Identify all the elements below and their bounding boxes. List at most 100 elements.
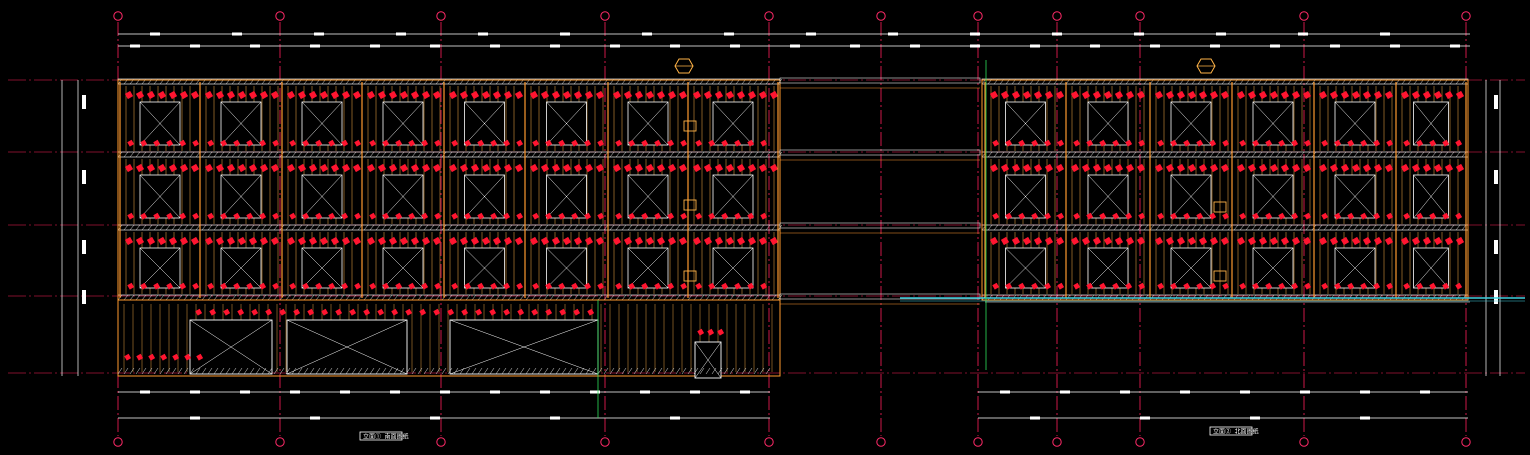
- slab-hatch: [759, 294, 765, 301]
- slab-hatch: [1269, 151, 1275, 158]
- slab-hatch: [759, 224, 765, 231]
- slab-hatch: [309, 151, 315, 158]
- red-mark: [448, 236, 458, 246]
- slab-hatch: [669, 224, 675, 231]
- slab-hatch: [597, 151, 603, 158]
- slab-hatch: [753, 294, 759, 301]
- slab-hatch: [681, 224, 687, 231]
- red-mark: [1291, 163, 1301, 173]
- slab-hatch: [219, 224, 225, 231]
- slab-hatch: [471, 224, 477, 231]
- slab-hatch: [291, 224, 297, 231]
- ground-hatch: [201, 367, 207, 375]
- slab-hatch: [261, 294, 267, 301]
- red-mark: [529, 90, 539, 100]
- slab-hatch: [1227, 224, 1233, 231]
- red-mark: [1340, 236, 1350, 246]
- red-mark: [1362, 236, 1372, 246]
- ground-hatch: [315, 367, 321, 375]
- red-mark: [157, 236, 167, 246]
- red-mark: [532, 282, 540, 290]
- slab-hatch: [1365, 151, 1371, 158]
- slab-hatch: [231, 151, 237, 158]
- ground-hatch: [435, 367, 441, 375]
- red-mark: [434, 212, 442, 220]
- axis-bubble-bottom: [876, 437, 886, 447]
- slab-hatch: [291, 294, 297, 301]
- red-mark: [136, 353, 144, 361]
- red-mark: [634, 236, 644, 246]
- slab-hatch: [1227, 151, 1233, 158]
- red-mark: [289, 282, 297, 290]
- red-mark: [1092, 90, 1102, 100]
- ground-hatch: [513, 367, 519, 375]
- slab-hatch: [357, 294, 363, 301]
- slab-hatch: [507, 294, 513, 301]
- red-mark: [1373, 236, 1383, 246]
- dim-tick: [1450, 44, 1460, 48]
- slab-hatch: [465, 294, 471, 301]
- slab-hatch: [621, 294, 627, 301]
- red-mark: [641, 282, 649, 290]
- red-mark: [1247, 163, 1257, 173]
- red-mark: [503, 282, 511, 290]
- red-mark: [319, 236, 329, 246]
- red-mark: [628, 139, 636, 147]
- dim-tick: [1060, 390, 1070, 394]
- slab-hatch: [165, 224, 171, 231]
- ground-hatch: [573, 367, 579, 375]
- red-mark: [1304, 212, 1312, 220]
- dim-tick: [1380, 32, 1390, 36]
- red-mark: [421, 139, 429, 147]
- red-mark: [1384, 236, 1394, 246]
- red-mark: [584, 90, 594, 100]
- red-mark: [1196, 282, 1204, 290]
- red-mark: [1044, 212, 1052, 220]
- slab-hatch: [687, 294, 693, 301]
- red-mark: [1340, 163, 1350, 173]
- dim-tick: [370, 44, 380, 48]
- slab-hatch: [1293, 224, 1299, 231]
- red-mark: [220, 139, 228, 147]
- slab-hatch: [261, 224, 267, 231]
- ground-hatch: [441, 367, 447, 375]
- red-mark: [1280, 236, 1290, 246]
- slab-hatch: [1251, 224, 1257, 231]
- dim-tick: [790, 44, 800, 48]
- ground-hatch: [729, 367, 735, 375]
- red-mark: [215, 90, 225, 100]
- slab-hatch: [237, 294, 243, 301]
- slab-hatch: [489, 151, 495, 158]
- window-unit-x: [301, 174, 343, 219]
- red-mark: [475, 308, 483, 316]
- red-mark: [656, 163, 666, 173]
- red-mark: [645, 90, 655, 100]
- red-mark: [1386, 282, 1394, 290]
- red-mark: [1138, 282, 1146, 290]
- red-mark: [410, 90, 420, 100]
- slab-hatch: [1371, 224, 1377, 231]
- red-mark: [127, 282, 135, 290]
- slab-hatch: [729, 224, 735, 231]
- red-mark: [584, 236, 594, 246]
- dim-block-side: [1494, 240, 1498, 254]
- slab-hatch: [237, 224, 243, 231]
- ground-hatch: [279, 367, 285, 375]
- red-mark: [1321, 282, 1329, 290]
- red-mark: [166, 139, 174, 147]
- slab-hatch: [1293, 151, 1299, 158]
- callout-tag: [683, 270, 697, 282]
- axis-bubble-bottom: [1299, 437, 1309, 447]
- red-mark: [736, 236, 746, 246]
- red-mark: [1386, 212, 1394, 220]
- slab-hatch: [285, 294, 291, 301]
- red-mark: [319, 163, 329, 173]
- slab-hatch: [1389, 224, 1395, 231]
- bridge-slab: [779, 293, 981, 300]
- slab-hatch: [1221, 151, 1227, 158]
- slab-hatch: [1425, 151, 1431, 158]
- red-mark: [1136, 163, 1146, 173]
- ground-hatch: [351, 367, 357, 375]
